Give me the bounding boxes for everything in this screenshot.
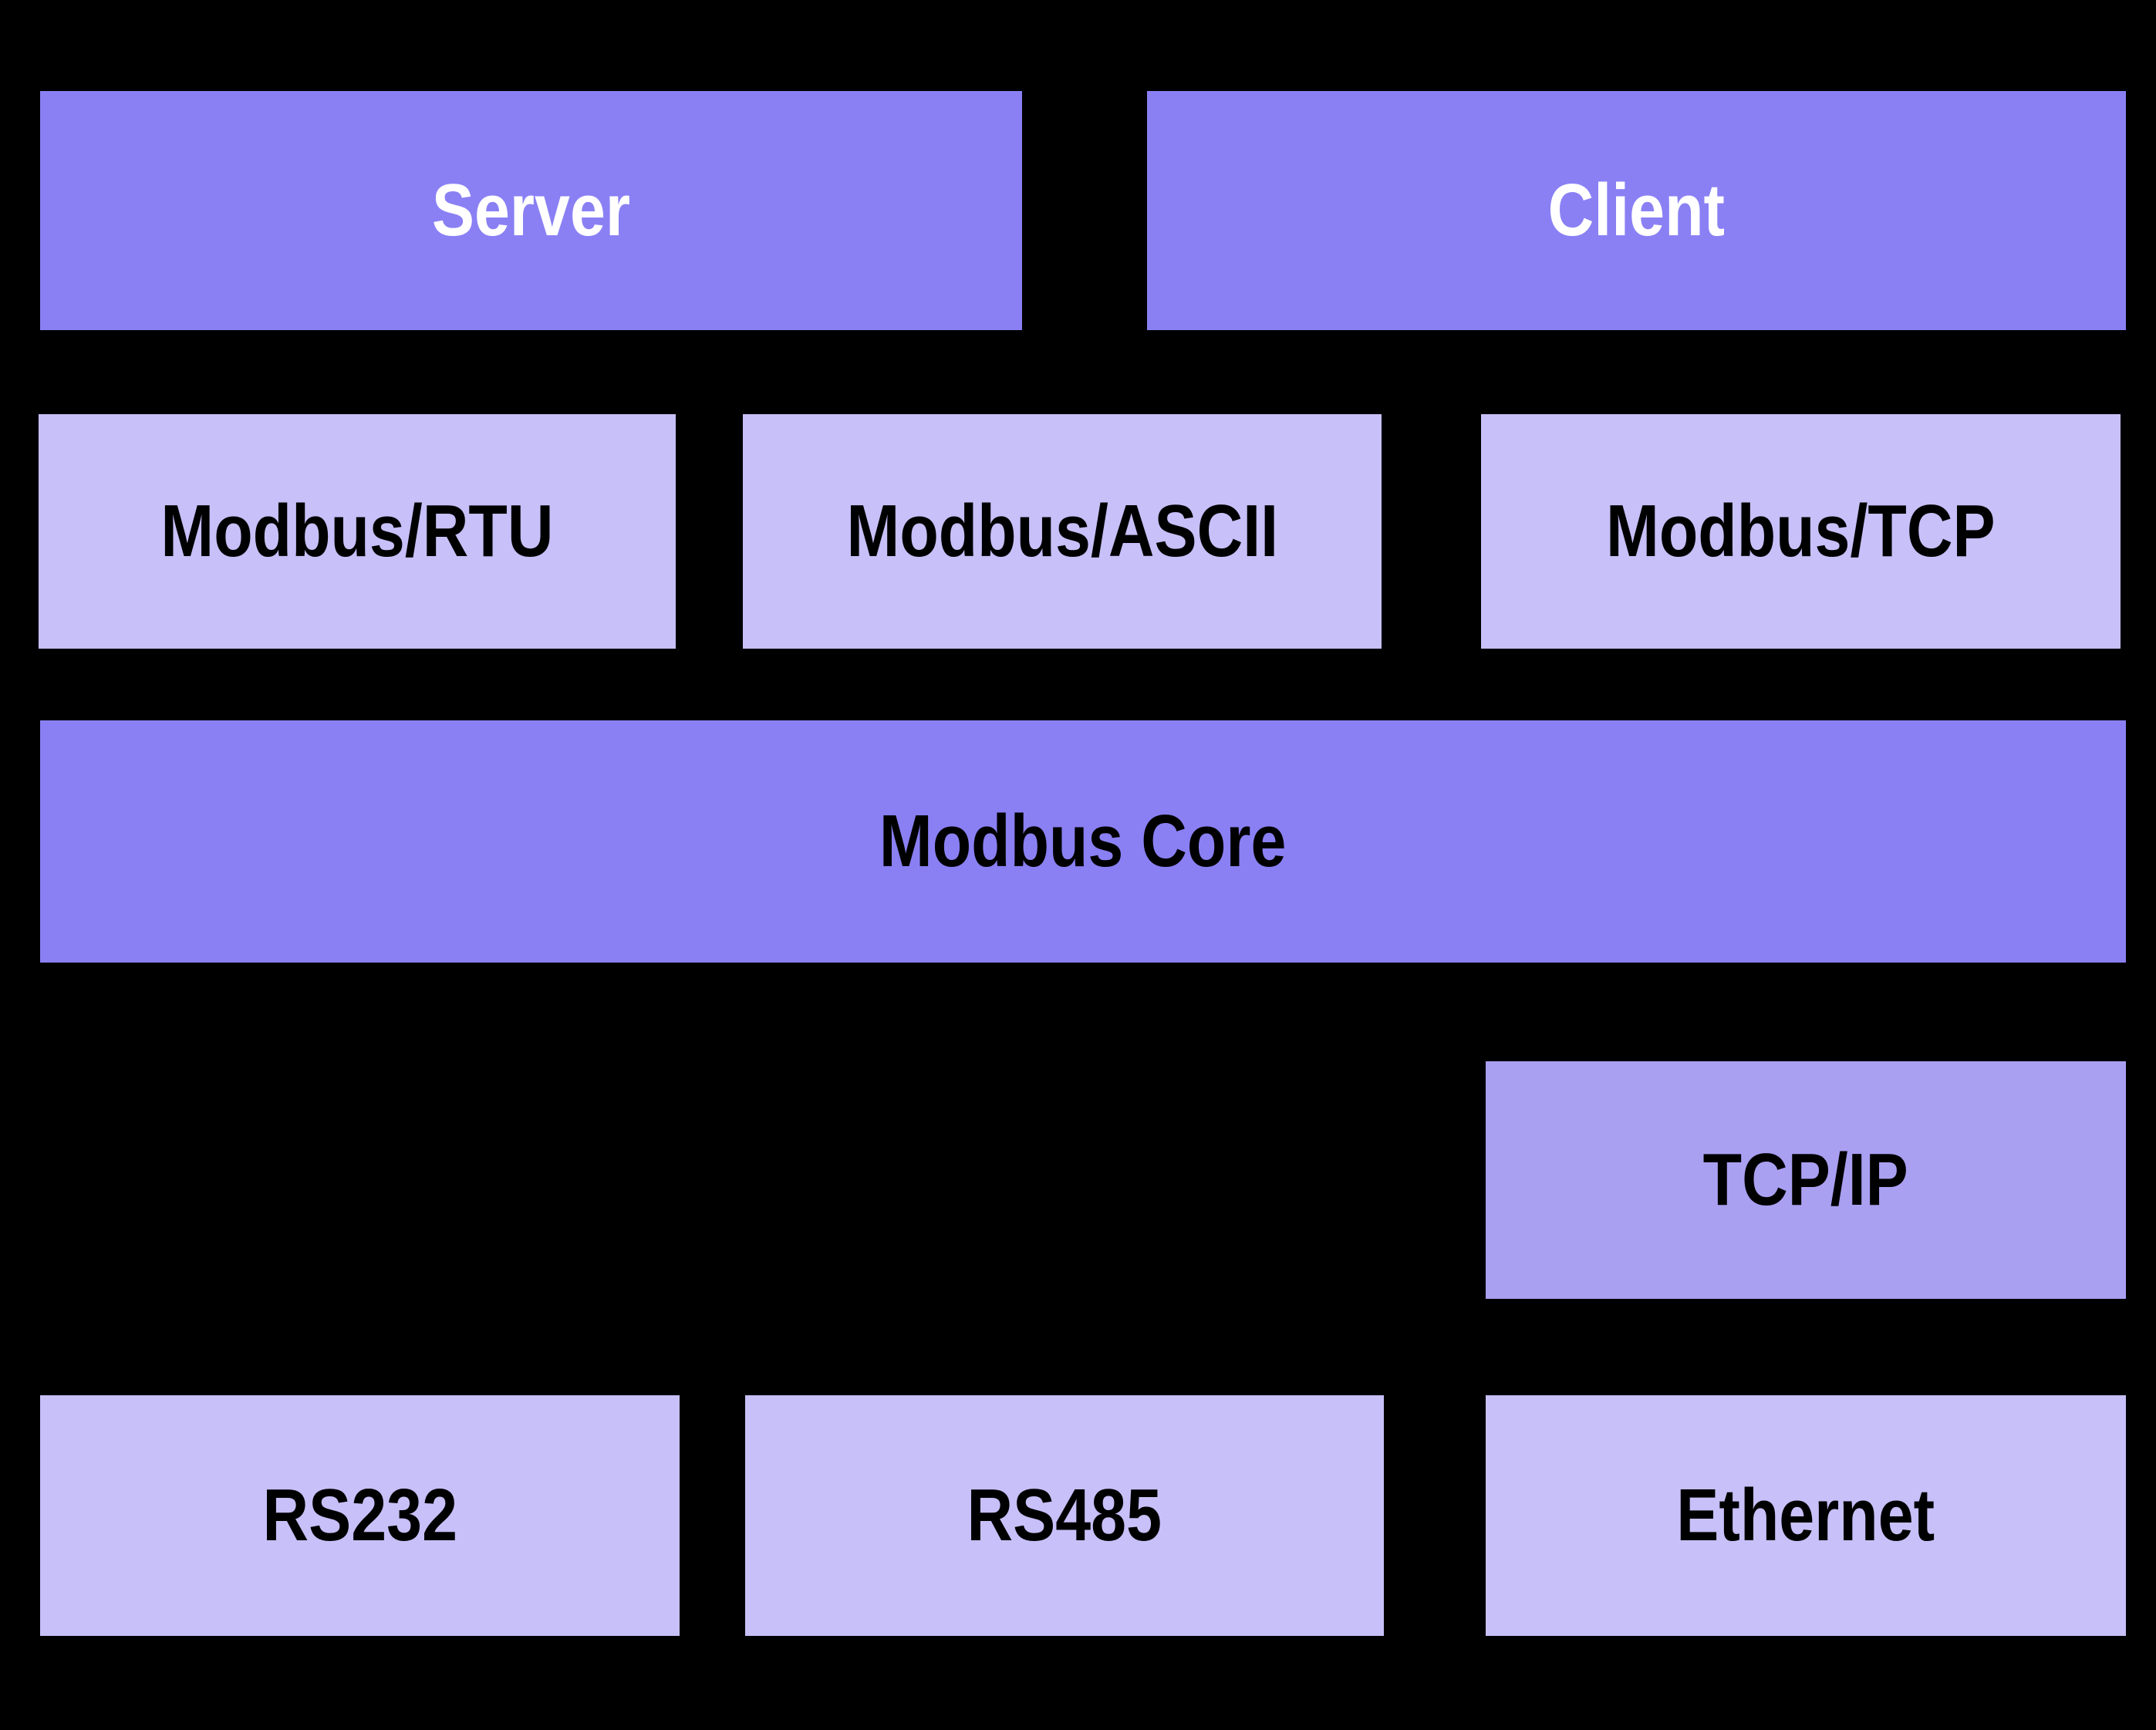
rs485-node: RS485 xyxy=(745,1395,1384,1636)
client-label: Client xyxy=(1547,169,1726,251)
server-label: Server xyxy=(431,169,631,251)
ethernet-label: Ethernet xyxy=(1676,1474,1935,1556)
modbus-tcp-node: Modbus/TCP xyxy=(1481,414,2121,649)
modbus-core-label: Modbus Core xyxy=(879,800,1287,882)
modbus-ascii-label: Modbus/ASCII xyxy=(846,490,1278,572)
rs232-label: RS232 xyxy=(262,1474,457,1556)
server-node: Server xyxy=(40,91,1022,330)
modbus-core-node: Modbus Core xyxy=(40,720,2126,963)
modbus-ascii-node: Modbus/ASCII xyxy=(743,414,1382,649)
modbus-rtu-node: Modbus/RTU xyxy=(39,414,676,649)
modbus-tcp-label: Modbus/TCP xyxy=(1606,490,1996,572)
rs232-node: RS232 xyxy=(40,1395,680,1636)
ethernet-node: Ethernet xyxy=(1486,1395,2126,1636)
client-node: Client xyxy=(1147,91,2126,330)
tcp-ip-node: TCP/IP xyxy=(1486,1061,2126,1299)
rs485-label: RS485 xyxy=(967,1474,1162,1556)
modbus-rtu-label: Modbus/RTU xyxy=(160,490,554,572)
tcp-ip-label: TCP/IP xyxy=(1702,1138,1909,1221)
